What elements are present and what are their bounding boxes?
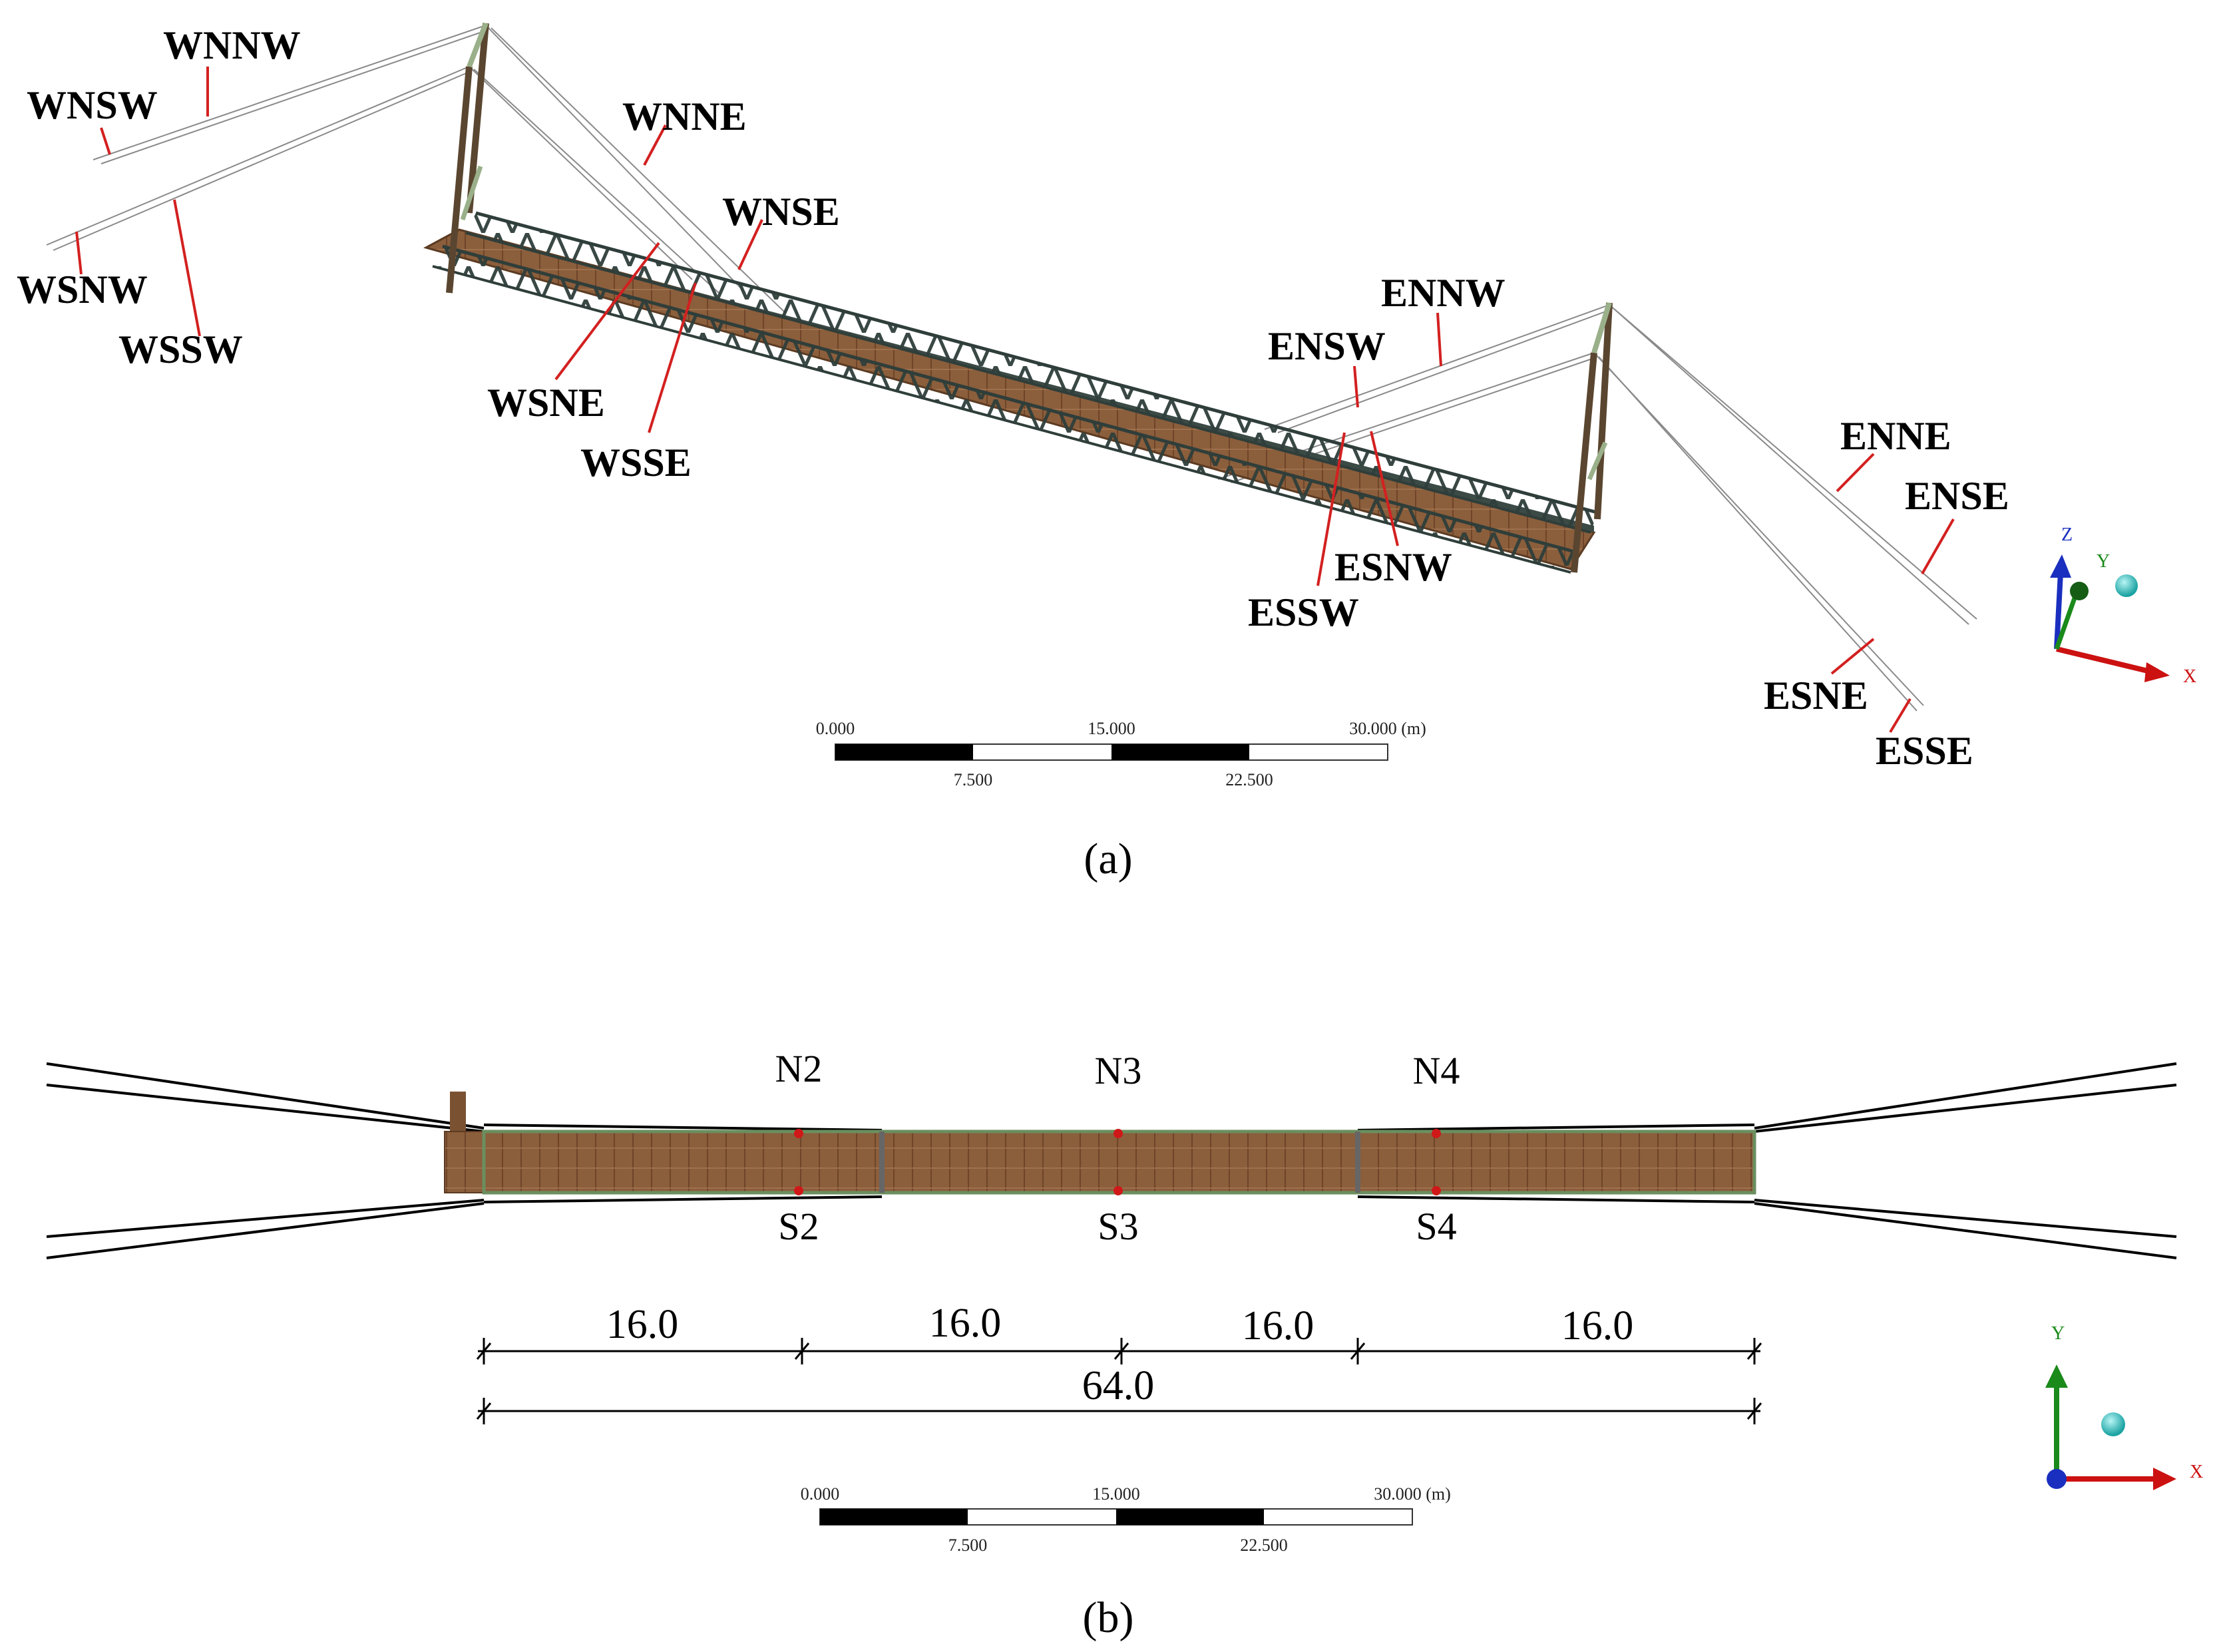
label-enne: ENNE [1840,414,1951,458]
plan-cables [46,1062,2177,1259]
label-wnne: WNNE [622,95,747,138]
label-esse: ESSE [1876,729,1973,773]
label-ense: ENSE [1905,474,2009,518]
scale-a-tick-30: 30.000 (m) [1349,719,1426,738]
label-esnw: ESNW [1334,545,1452,589]
axis-triad-b: X Y [2045,1323,2203,1490]
axis-b-y: Y [2051,1323,2065,1344]
dimension-labels: 16.0 16.0 16.0 16.0 64.0 [606,1301,1634,1408]
sensor-n2 [794,1129,803,1138]
scale-bar-a: 0.000 15.000 30.000 (m) 7.500 22.500 [816,719,1426,789]
dim-total: 64.0 [1082,1363,1155,1408]
cable-leader-lines [75,67,1955,733]
panel-a: WNNW WNSW WSNW WSSW WNNE WNSE WSNE WSSE … [17,22,2196,883]
label-s3: S3 [1098,1205,1138,1248]
label-wsnw: WSNW [17,268,148,311]
east-cables [1217,304,1977,712]
west-tower [446,22,489,294]
label-wnnw: WNNW [163,23,301,67]
axis-a-x: X [2183,666,2196,687]
scale-b-tick-22-5: 22.500 [1240,1536,1288,1555]
label-n3: N3 [1095,1049,1142,1092]
label-ensw: ENSW [1268,324,1386,368]
scale-a-tick-15: 15.000 [1088,719,1135,738]
label-wssw: WSSW [118,327,243,371]
scale-bar-b: 0.000 15.000 30.000 (m) 7.500 22.500 [801,1484,1451,1555]
label-n2: N2 [775,1047,823,1090]
axis-triad-a: X Z Y [2050,524,2196,687]
label-wnse: WNSE [722,190,840,234]
label-wsne: WSNE [487,381,605,425]
scale-a-tick-0: 0.000 [816,719,855,738]
scale-b-tick-0: 0.000 [801,1484,840,1504]
scale-b-tick-30: 30.000 (m) [1374,1484,1451,1504]
label-s4: S4 [1416,1205,1456,1248]
dim-seg-2: 16.0 [929,1301,1002,1346]
scale-a-tick-22-5: 22.500 [1225,770,1273,789]
label-wsse: WSSE [580,441,692,485]
caption-b: (b) [1083,1593,1134,1642]
sensors [794,1129,1441,1195]
dim-seg-1: 16.0 [606,1302,679,1347]
sensor-n4 [1432,1129,1441,1138]
caption-a: (a) [1084,835,1132,883]
dim-seg-4: 16.0 [1561,1303,1634,1348]
label-wnsw: WNSW [27,83,158,127]
label-s2: S2 [778,1205,819,1248]
label-ennw: ENNW [1381,271,1506,315]
sensor-s4 [1432,1186,1441,1195]
dimension-lines [476,1338,1762,1424]
sensor-s2 [794,1186,803,1195]
scale-a-tick-7-5: 7.500 [954,770,993,789]
sensor-n3 [1113,1129,1123,1138]
axis-a-y: Y [2097,551,2110,572]
label-essw: ESSW [1248,590,1359,634]
label-n4: N4 [1413,1049,1460,1092]
sensor-labels: N2 N3 N4 S2 S3 S4 [775,1047,1460,1248]
deck-plan [444,1092,1756,1195]
scale-b-tick-15: 15.000 [1092,1484,1140,1504]
dim-seg-3: 16.0 [1242,1303,1314,1348]
cable-labels: WNNW WNSW WSNW WSSW WNNE WNSE WSNE WSSE … [17,23,2009,773]
panel-b: N2 N3 N4 S2 S3 S4 16.0 16.0 16.0 [46,1047,2203,1642]
label-esne: ESNE [1764,674,1868,718]
west-cables [46,25,786,313]
east-tower [1571,302,1613,573]
scale-b-tick-7-5: 7.500 [948,1536,988,1555]
axis-b-x: X [2190,1462,2203,1482]
axis-a-z: Z [2061,524,2073,545]
sensor-s3 [1113,1186,1123,1195]
